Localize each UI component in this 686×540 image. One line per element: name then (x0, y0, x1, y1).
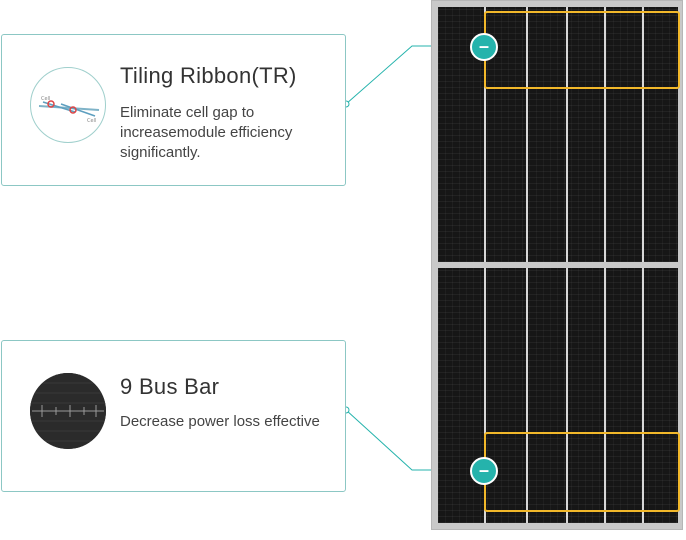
feature-title: Tiling Ribbon(TR) (120, 63, 297, 88)
feature-description: Decrease power loss effective (120, 413, 320, 430)
feature-card-tiling-ribbon: Cell Cell Tiling Ribbon(TR) Eliminate ce… (1, 34, 346, 186)
marker-bus-bar[interactable]: – (470, 457, 498, 485)
solar-panel-image (431, 0, 683, 530)
feature-card-bus-bar: 9 Bus Bar Decrease power loss effective (1, 340, 346, 492)
feature-title: 9 Bus Bar (120, 374, 220, 399)
highlight-box-top (484, 11, 680, 89)
feature-description: Eliminate cell gap to increasemodule eff… (120, 104, 293, 161)
marker-tiling-ribbon[interactable]: – (470, 33, 498, 61)
svg-text:Cell: Cell (87, 118, 96, 124)
tiling-ribbon-diagram-icon: Cell Cell (30, 67, 106, 143)
highlight-box-bottom (484, 432, 680, 512)
bus-bar-cell-icon (30, 373, 106, 449)
svg-text:Cell: Cell (41, 96, 50, 102)
